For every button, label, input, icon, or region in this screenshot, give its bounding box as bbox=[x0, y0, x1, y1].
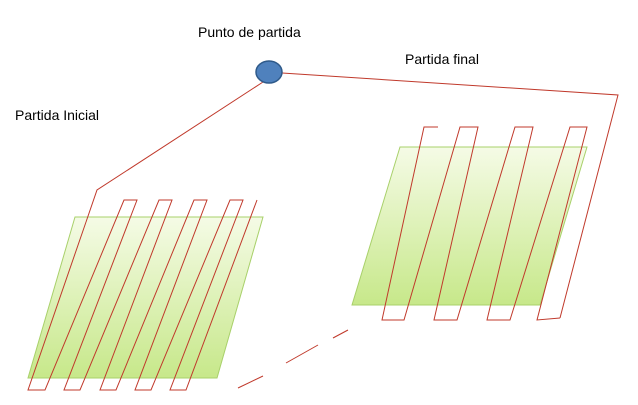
left-field bbox=[27, 216, 264, 379]
start-point-label: Punto de partida bbox=[198, 24, 301, 40]
route-line-final bbox=[281, 72, 619, 319]
route-line-initial bbox=[85, 81, 264, 223]
return-dash-2 bbox=[285, 344, 319, 364]
return-dash-3 bbox=[332, 329, 349, 339]
right-field bbox=[351, 146, 588, 306]
initial-pass-label: Partida Inicial bbox=[15, 107, 100, 123]
left-field-passes bbox=[27, 199, 258, 391]
start-point-node bbox=[255, 60, 283, 84]
final-pass-label: Partida final bbox=[405, 51, 479, 67]
return-dash-1 bbox=[237, 375, 264, 389]
right-field-passes bbox=[381, 126, 588, 321]
